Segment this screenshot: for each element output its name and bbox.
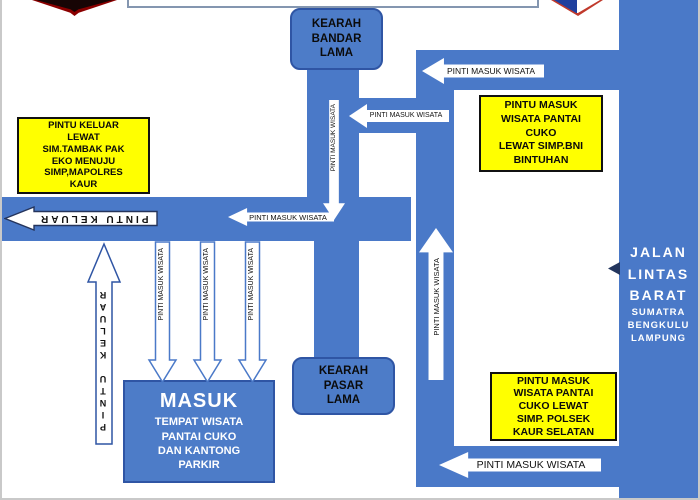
right-shield-logo-icon: [551, 0, 603, 16]
pintu-masuk-bni-box: PINTU MASUK WISATA PANTAI CUKO LEWAT SIM…: [479, 95, 603, 172]
jalan-lintas-barat-label: JALAN LINTAS BARAT SUMATRA BENGKULU LAMP…: [627, 244, 690, 344]
small-left-arrowhead-icon: [608, 262, 620, 275]
keluar-arrow-main-road: PINTU KELUAR: [4, 206, 158, 231]
kearah-bandar-lama-box: KEARAH BANDAR LAMA: [290, 8, 383, 70]
down-arrow-outline-icon: [192, 241, 223, 384]
left-arrow-outline-icon: [4, 206, 158, 231]
masuk-arrow-down-3: PINTI MASUK WISATA: [237, 240, 268, 384]
masuk-arrow-down-2: PINTI MASUK WISATA: [192, 240, 223, 384]
masuk-title: MASUK: [159, 390, 239, 413]
up-arrow-outline-icon: [86, 242, 122, 445]
masuk-arrow-top-road: PINTI MASUK WISATA: [422, 58, 544, 84]
masuk-arrow-main-road: PINTI MASUK WISATA: [228, 208, 334, 226]
masuk-arrow-bottom-road: PINTI MASUK WISATA: [439, 452, 601, 478]
masuk-arrow-vertical-bandar: PINTI MASUK WISATA: [323, 100, 345, 220]
kearah-pasar-lama-box: KEARAH PASAR LAMA: [292, 357, 395, 415]
pintu-keluar-info-box: PINTU KELUAR LEWAT SIM.TAMBAK PAK EKO ME…: [17, 117, 150, 194]
road-stub-pasar: [314, 238, 359, 359]
road-jalan-lintas-barat: JALAN LINTAS BARAT SUMATRA BENGKULU LAMP…: [619, 0, 698, 498]
masuk-arrow-connector: PINTI MASUK WISATA: [349, 104, 449, 128]
left-shield-logo-icon: [32, 0, 117, 16]
title-box: [127, 0, 539, 8]
pintu-masuk-polsek-box: PINTU MASUK WISATA PANTAI CUKO LEWAT SIM…: [490, 372, 617, 441]
masuk-arrow-down-1: PINTI MASUK WISATA: [147, 240, 178, 384]
keluar-arrow-vertical: PINTU KELUAR: [86, 242, 122, 446]
masuk-tempat-wisata-box: MASUK TEMPAT WISATA PANTAI CUKO DAN KANT…: [123, 380, 275, 483]
left-arrow-icon: [228, 208, 334, 226]
down-arrow-outline-icon: [147, 241, 178, 384]
down-arrow-outline-icon: [237, 241, 268, 384]
masuk-arrow-vertical-middle: PINTI MASUK WISATA: [419, 228, 453, 380]
